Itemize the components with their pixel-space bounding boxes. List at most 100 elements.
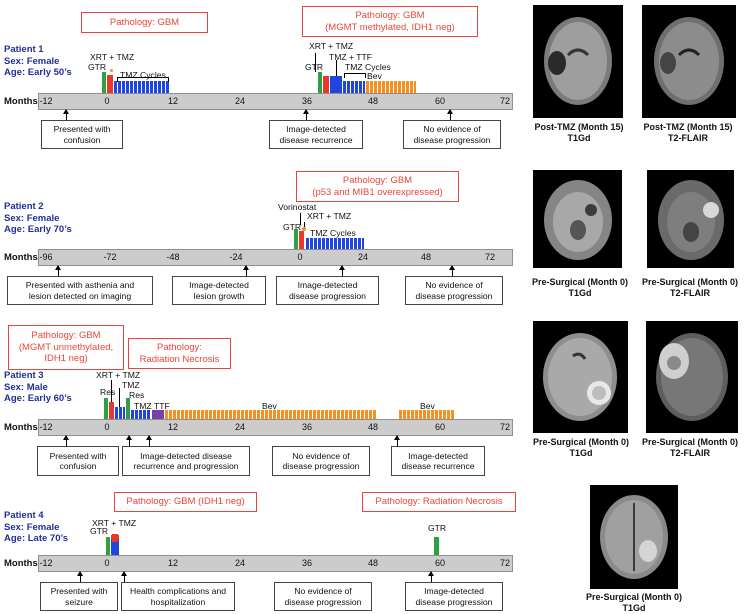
event-arrow — [447, 109, 453, 120]
treatment-label: TMZ + TTF — [329, 52, 373, 62]
xrt-tmz-bar — [299, 231, 304, 249]
treatment-label: XRT + TMZ — [96, 370, 141, 380]
tick-label: -12 — [39, 96, 53, 106]
event-arrow — [121, 571, 127, 582]
event-text: lesion growth — [193, 290, 245, 301]
gtr-bar — [318, 72, 322, 93]
caption-text: Pre-Surgical (Month 0) — [641, 437, 739, 447]
treatment-label: GTR — [428, 523, 447, 533]
arrow-line — [119, 388, 120, 407]
event-box: No evidence of disease progression — [272, 446, 370, 476]
mri-scan-image — [533, 170, 622, 268]
event-text: Health complications and — [129, 586, 227, 596]
months-label: Months — [4, 252, 38, 263]
tmz-cycles-bar — [306, 238, 364, 249]
caption-text: Pre-Surgical (Month 0) — [641, 277, 739, 287]
event-arrow — [77, 571, 83, 582]
patient-info: Patient 1 Sex: Female Age: Early 50’s — [4, 44, 72, 79]
bracket-line — [117, 77, 169, 82]
event-text: Image-detected — [424, 586, 484, 596]
pathology-text: (MGMT unmethylated, — [18, 341, 114, 353]
treatment-label: XRT + TMZ — [307, 211, 352, 221]
treatment-label: TMZ — [122, 380, 140, 390]
tick-label: 12 — [167, 558, 179, 568]
event-box: No evidence of disease progression — [274, 582, 372, 611]
tick-label: 0 — [104, 422, 110, 432]
event-box: Image-detected lesion growth — [172, 276, 266, 305]
event-text: disease recurrence — [279, 134, 353, 145]
tick-label: 0 — [104, 558, 110, 568]
pathology-box: Pathology: GBM — [81, 12, 208, 33]
event-text: disease progression — [415, 290, 493, 301]
pathology-text: Pathology: GBM — [342, 175, 413, 186]
tick-label: 48 — [420, 252, 432, 262]
gtr-bar — [106, 537, 110, 555]
patient-info: Patient 3 Sex: Male Age: Early 60’s — [4, 370, 72, 405]
scan-caption: Post-TMZ (Month 15) T1Gd — [535, 122, 624, 144]
caption-text: Pre-Surgical (Month 0) — [532, 437, 630, 447]
scan-caption: Pre-Surgical (Month 0) T1Gd — [533, 437, 629, 459]
pathology-box: Pathology: GBM (p53 and MIB1 overexpress… — [296, 171, 459, 202]
mri-scan-image — [647, 170, 734, 268]
gtr-bar — [102, 72, 106, 93]
patient-label: Patient 3 — [4, 370, 44, 381]
pathology-text: Pathology: GBM — [355, 10, 425, 21]
caption-text: T1Gd — [567, 133, 591, 143]
pathology-text: Radiation Necrosis — [139, 353, 220, 365]
treatment-label: Vorinostat — [278, 202, 317, 212]
scan-caption: Pre-Surgical (Month 0) T1Gd — [586, 592, 682, 614]
pathology-box: Pathology: GBM (MGMT methylated, IDH1 ne… — [302, 6, 478, 37]
patient-info: Patient 4 Sex: Female Age: Late 70’s — [4, 510, 68, 545]
bev-bar — [399, 410, 454, 419]
tick-label: 12 — [167, 96, 179, 106]
tmz-bar — [115, 407, 125, 419]
scan-caption: Pre-Surgical (Month 0) T2-FLAIR — [642, 277, 738, 299]
event-box: Image-detected disease recurrence — [391, 446, 485, 476]
event-box: Health complications and hospitalization — [121, 582, 235, 611]
tick-label: 72 — [499, 422, 511, 432]
mri-scan-image — [533, 321, 628, 433]
event-text: Presented with — [53, 124, 111, 134]
treatment-label: XRT + TMZ — [309, 41, 354, 51]
event-box: Image-detected disease recurrence — [269, 120, 363, 149]
caption-text: Post-TMZ (Month 15) — [534, 122, 624, 132]
treatment-label: TMZ — [134, 401, 152, 411]
event-arrow — [126, 435, 132, 446]
event-text: Presented with — [50, 586, 108, 596]
ttf-bar — [152, 410, 164, 419]
treatment-label: Bev — [262, 401, 277, 411]
patient-sex: Sex: Female — [4, 521, 60, 533]
gtr-bar — [294, 229, 298, 249]
event-arrow — [146, 435, 152, 446]
pathology-box: Pathology: Radiation Necrosis — [362, 492, 516, 512]
event-box: Presented with seizure — [40, 582, 118, 611]
event-text: No evidence of — [294, 586, 352, 596]
pathology-text: IDH1 neg) — [44, 353, 88, 365]
scan-caption: Pre-Surgical (Month 0) T1Gd — [532, 277, 628, 299]
treatment-label: TMZ Cycles — [310, 228, 356, 238]
xrt-tmz-bar — [109, 402, 114, 419]
caption-text: T1Gd — [622, 603, 646, 613]
arrow-line — [304, 222, 305, 230]
tick-label: 48 — [367, 422, 379, 432]
event-text: lesion detected on imaging — [28, 290, 132, 301]
gtr-bar — [434, 537, 439, 555]
xrt-tmz-bar — [107, 75, 113, 93]
res-bar — [104, 398, 108, 419]
mri-scan-image — [646, 321, 738, 433]
event-text: confusion — [59, 461, 97, 471]
event-text: Image-detected — [408, 450, 468, 461]
event-arrow — [243, 265, 249, 276]
tick-label: -48 — [166, 252, 180, 262]
tmz-ttf-bar — [330, 76, 342, 93]
caption-text: Pre-Surgical (Month 0) — [585, 592, 683, 602]
scan-caption: Pre-Surgical (Month 0) T2-FLAIR — [642, 437, 738, 459]
event-box: Presented with asthenia and lesion detec… — [7, 276, 153, 305]
arrow-line — [336, 60, 337, 76]
pathology-text: Pathology: GBM — [31, 330, 101, 342]
tick-label: -12 — [39, 558, 53, 568]
event-box: Image-detected disease progression — [276, 276, 379, 305]
pathology-text: Pathology: Radiation Necrosis — [375, 496, 503, 508]
treatment-label: Bev — [367, 71, 382, 81]
caption-text: T2-FLAIR — [669, 448, 710, 458]
